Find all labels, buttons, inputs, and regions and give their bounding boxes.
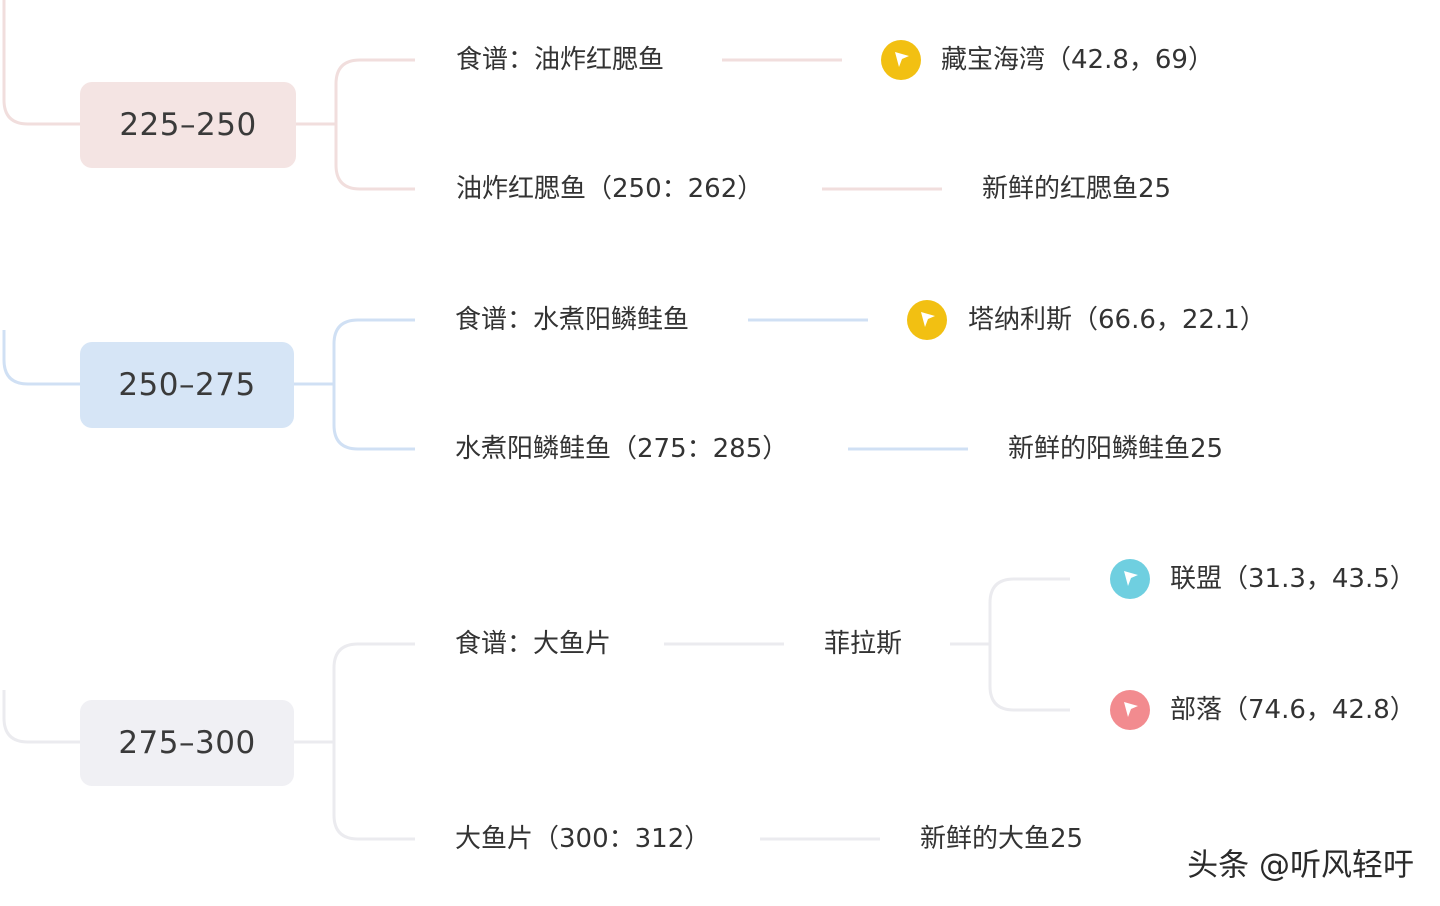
ingredient-label[interactable]: 新鲜的大鱼25 [920, 824, 1084, 854]
range-node-250-275[interactable]: 250–275 [80, 342, 294, 428]
group1-connectors [2, 0, 942, 191]
skill-range-label[interactable]: 油炸红腮鱼（250：262） [456, 174, 764, 204]
range-label: 225–250 [119, 107, 257, 143]
group3-connectors [2, 577, 1070, 841]
ingredient-label[interactable]: 新鲜的红腮鱼25 [982, 174, 1172, 204]
alliance-location-label[interactable]: 联盟（31.3，43.5） [1170, 564, 1416, 594]
group2-connectors [2, 318, 968, 451]
watermark: 头条 @听风轻吁 [1187, 847, 1414, 884]
range-label: 250–275 [118, 367, 256, 403]
location-label[interactable]: 藏宝海湾（42.8，69） [941, 45, 1214, 75]
recipe-label[interactable]: 食谱：大鱼片 [455, 629, 612, 659]
flag-icon-yellow [907, 300, 947, 340]
range-node-275-300[interactable]: 275–300 [80, 700, 294, 786]
horde-location-label[interactable]: 部落（74.6，42.8） [1170, 695, 1416, 725]
location-label[interactable]: 塔纳利斯（66.6，22.1） [968, 305, 1266, 335]
vendor-place-label[interactable]: 菲拉斯 [824, 629, 903, 659]
recipe-label[interactable]: 食谱：水煮阳鳞鲑鱼 [455, 305, 690, 335]
ingredient-label[interactable]: 新鲜的阳鳞鲑鱼25 [1008, 434, 1224, 464]
flag-icon-blue [1110, 559, 1150, 599]
recipe-label[interactable]: 食谱：油炸红腮鱼 [456, 45, 665, 75]
skill-range-label[interactable]: 水煮阳鳞鲑鱼（275：285） [455, 434, 789, 464]
range-label: 275–300 [118, 725, 256, 761]
range-node-225-250[interactable]: 225–250 [80, 82, 296, 168]
flag-icon-yellow [881, 40, 921, 80]
flag-icon-red [1110, 690, 1150, 730]
skill-range-label[interactable]: 大鱼片（300：312） [455, 824, 711, 854]
